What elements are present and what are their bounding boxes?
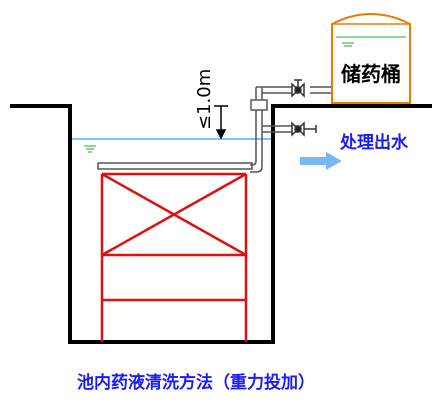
dosing-pipe: [250, 86, 298, 173]
pipe-nozzle: [250, 99, 268, 111]
rack-frame: [100, 172, 248, 342]
flow-arrow-icon: [300, 152, 342, 170]
distribution-pipe: [97, 162, 253, 170]
valve-icon: [291, 121, 317, 137]
water-level-icon: [342, 42, 354, 47]
valve-icon: [291, 79, 305, 98]
dimension-arrow-icon: [214, 105, 228, 140]
supply-pipe: [310, 86, 332, 94]
storage-tank: [331, 13, 411, 104]
outlet-label: 处理出水: [339, 132, 409, 153]
tank-label: 储药桶: [341, 62, 401, 86]
water-level-icon: [84, 145, 96, 153]
caption: 池内药液清洗方法（重力投加）: [77, 372, 315, 393]
clearance-label: ≤1.0m: [194, 69, 215, 130]
basin-wall: [10, 104, 432, 344]
